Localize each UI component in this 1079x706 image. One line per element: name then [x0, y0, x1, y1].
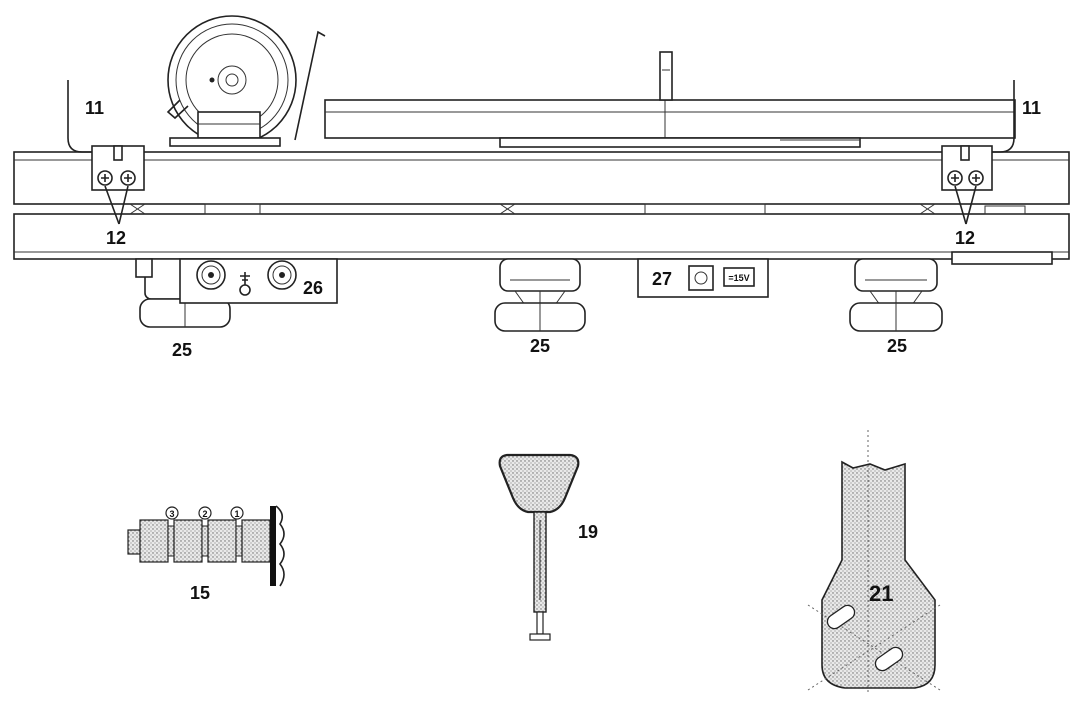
turntable-rear-view — [13, 15, 1070, 332]
label-21: 21 — [869, 581, 893, 606]
ring-marker-1: 1 — [230, 506, 244, 520]
plinth-inner-struts — [129, 203, 1026, 215]
ring-marker-3: 3 — [165, 506, 179, 520]
label-27: 27 — [652, 269, 672, 289]
power-input-panel — [637, 258, 769, 298]
label-25-middle: 25 — [530, 336, 550, 356]
part-15-weights: 3 2 1 — [127, 505, 285, 587]
ground-terminal-icon — [239, 272, 251, 296]
part-19-key-tool — [498, 453, 580, 641]
label-15: 15 — [190, 583, 210, 603]
label-25-right: 25 — [887, 336, 907, 356]
rca-output-panel — [135, 258, 338, 304]
leader-lines-12 — [104, 185, 977, 225]
hinge-right — [941, 80, 1015, 191]
foot-right — [849, 258, 943, 332]
label-dc-input: =15V — [728, 273, 749, 283]
label-12-left: 12 — [106, 228, 126, 248]
label-26: 26 — [303, 278, 323, 298]
ring-marker-2: 2 — [198, 506, 212, 520]
plinth — [13, 151, 1070, 260]
svg-text:3: 3 — [169, 509, 174, 519]
label-11-left: 11 — [85, 98, 104, 118]
label-11-right: 11 — [1022, 98, 1041, 118]
label-25-left: 25 — [172, 340, 192, 360]
foot-middle — [494, 258, 586, 332]
underside-detail — [951, 251, 1053, 265]
spindle — [659, 51, 673, 101]
platter — [324, 99, 1016, 148]
svg-text:2: 2 — [202, 509, 207, 519]
svg-text:1: 1 — [234, 509, 239, 519]
label-12-right: 12 — [955, 228, 975, 248]
part-21-plate — [807, 430, 941, 692]
label-19: 19 — [578, 522, 598, 542]
hinge-left — [67, 80, 145, 191]
tonearm — [166, 15, 326, 147]
